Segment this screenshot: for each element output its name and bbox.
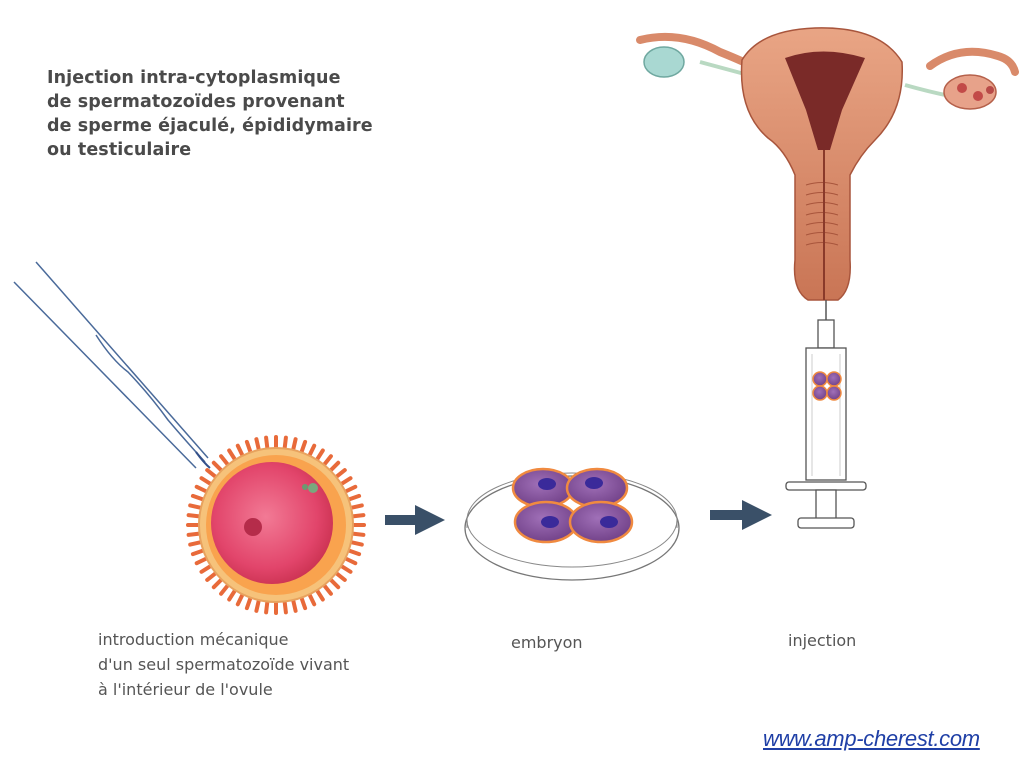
arrow-right-icon [385, 505, 445, 535]
source-link[interactable]: www.amp-cherest.com [763, 726, 980, 752]
step-caption-injection: injection [788, 628, 856, 653]
uterus [640, 28, 1015, 300]
ovum [188, 437, 364, 613]
syringe [786, 300, 866, 528]
micropipette [14, 262, 210, 468]
step-caption-embryo: embryon [511, 630, 583, 655]
step-caption-ovum: introduction mécanique d'un seul spermat… [98, 627, 349, 702]
arrow-right-icon [710, 500, 772, 530]
